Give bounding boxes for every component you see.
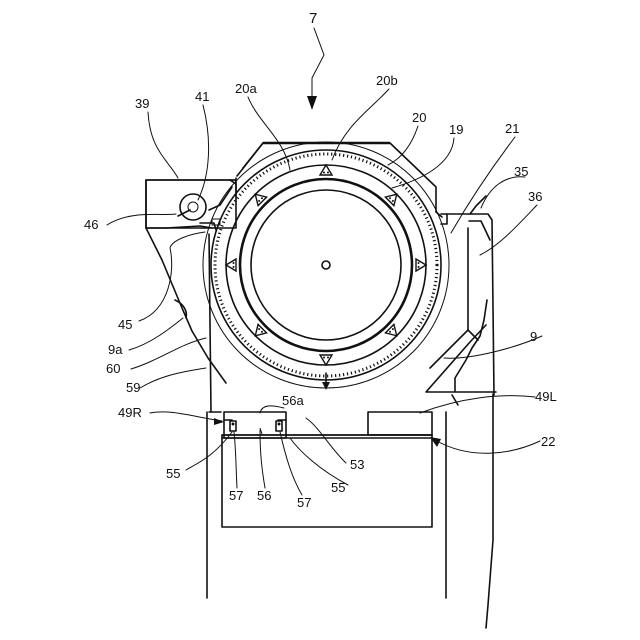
label-49R: 49R [118, 405, 142, 420]
label-36: 36 [528, 189, 542, 204]
label-9a: 9a [108, 342, 123, 357]
label-21: 21 [505, 121, 519, 136]
blade-20a [226, 259, 236, 271]
label-20b: 20b [376, 73, 398, 88]
label-56: 56 [257, 488, 271, 503]
blade-20a [251, 324, 267, 340]
label-57-left: 57 [229, 488, 243, 503]
reference-labels: 39 41 20a 20b 20 19 21 35 36 46 45 9a 60… [84, 73, 557, 510]
blade-20a [251, 190, 267, 206]
figure-number: 7 [309, 10, 317, 27]
screen-ring-outer [211, 150, 441, 380]
label-39: 39 [135, 96, 149, 111]
blade-20a [385, 324, 401, 340]
label-56a: 56a [282, 393, 304, 408]
label-55-right: 55 [331, 480, 345, 495]
label-45: 45 [118, 317, 132, 332]
label-46: 46 [84, 217, 98, 232]
roller-41 [180, 194, 206, 220]
label-19: 19 [449, 122, 463, 137]
label-60: 60 [106, 361, 120, 376]
label-55-left: 55 [166, 466, 180, 481]
drum-assembly [203, 142, 449, 390]
label-59: 59 [126, 380, 140, 395]
blade-20a [416, 259, 426, 271]
blade-20a [385, 190, 401, 206]
label-49L: 49L [535, 389, 557, 404]
figure-reference: 7 [307, 10, 324, 110]
housing [146, 143, 496, 412]
label-20a: 20a [235, 81, 257, 96]
label-53: 53 [350, 457, 364, 472]
label-57-right: 57 [297, 495, 311, 510]
feed-unit [146, 180, 236, 230]
label-35: 35 [514, 164, 528, 179]
blade-group [226, 165, 426, 365]
blade-20a [320, 165, 332, 175]
screen-hatching [215, 154, 437, 376]
tank-22 [222, 435, 432, 527]
label-22: 22 [541, 434, 555, 449]
box-49L [368, 412, 432, 435]
label-41: 41 [195, 89, 209, 104]
drum-outer-wall [240, 179, 412, 351]
drum-inner-wall [251, 190, 401, 340]
drum-axis [322, 261, 330, 269]
label-20: 20 [412, 110, 426, 125]
blade-20a [320, 355, 332, 365]
discharge-section [207, 394, 493, 628]
label-9: 9 [530, 329, 537, 344]
